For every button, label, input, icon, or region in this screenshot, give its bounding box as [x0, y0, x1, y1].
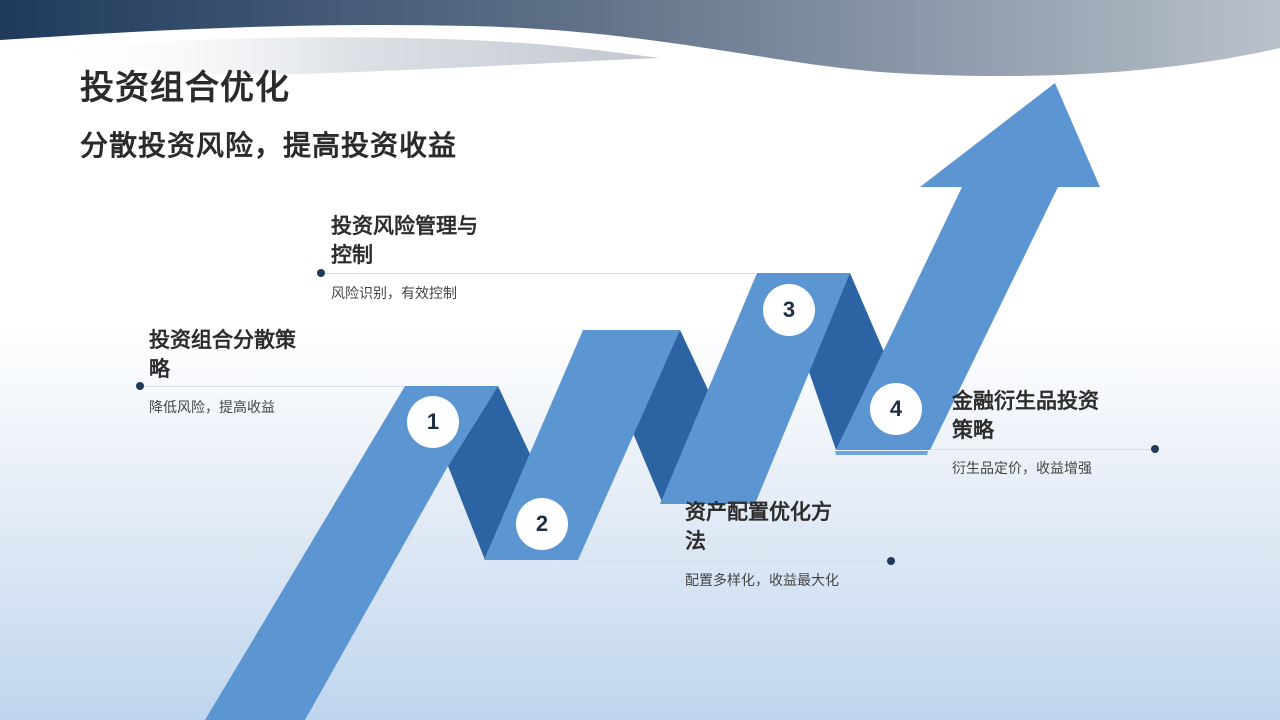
step-1-marker-dot	[136, 382, 144, 390]
step-2-marker-dot	[887, 557, 895, 565]
step-1-description: 降低风险，提高收益	[149, 400, 275, 416]
step-3-divider	[325, 273, 755, 274]
header-wave-banner	[0, 0, 1280, 77]
step-4-title: 金融衍生品投资策略	[952, 389, 1099, 442]
step-1-title: 投资组合分散策略	[149, 328, 296, 381]
step-4-marker-dot	[1151, 445, 1159, 453]
step-3: 投资风险管理与控制	[331, 212, 478, 270]
step-2-description: 配置多样化，收益最大化	[685, 573, 839, 589]
step-4-number-badge: 4	[870, 383, 922, 435]
step-3-description: 风险识别，有效控制	[331, 286, 457, 302]
step-2-title: 资产配置优化方法	[685, 500, 832, 553]
slide-subtitle: 分散投资风险，提高投资收益	[80, 129, 458, 162]
step-4-divider	[930, 449, 1152, 450]
step-1-number-badge: 1	[407, 396, 459, 448]
ribbon-strip-4-arrow	[836, 83, 1100, 450]
step-2-number-badge: 2	[516, 498, 568, 550]
step-1: 投资组合分散策略	[149, 326, 296, 384]
slide-title: 投资组合优化	[80, 68, 290, 108]
step-1-divider	[144, 386, 404, 387]
step-3-number-badge: 3	[763, 284, 815, 336]
ribbon-fold-3	[805, 273, 884, 450]
step-4-description: 衍生品定价，收益增强	[952, 461, 1092, 477]
step-4: 金融衍生品投资策略	[952, 387, 1099, 445]
step-2-divider	[578, 561, 888, 562]
ribbon-strip-1	[205, 386, 498, 720]
step-2: 资产配置优化方法	[685, 498, 832, 556]
ribbon-fold-1	[448, 386, 530, 560]
step-3-title: 投资风险管理与控制	[331, 214, 478, 267]
ribbon-fold-2	[630, 330, 710, 502]
step-3-marker-dot	[317, 269, 325, 277]
